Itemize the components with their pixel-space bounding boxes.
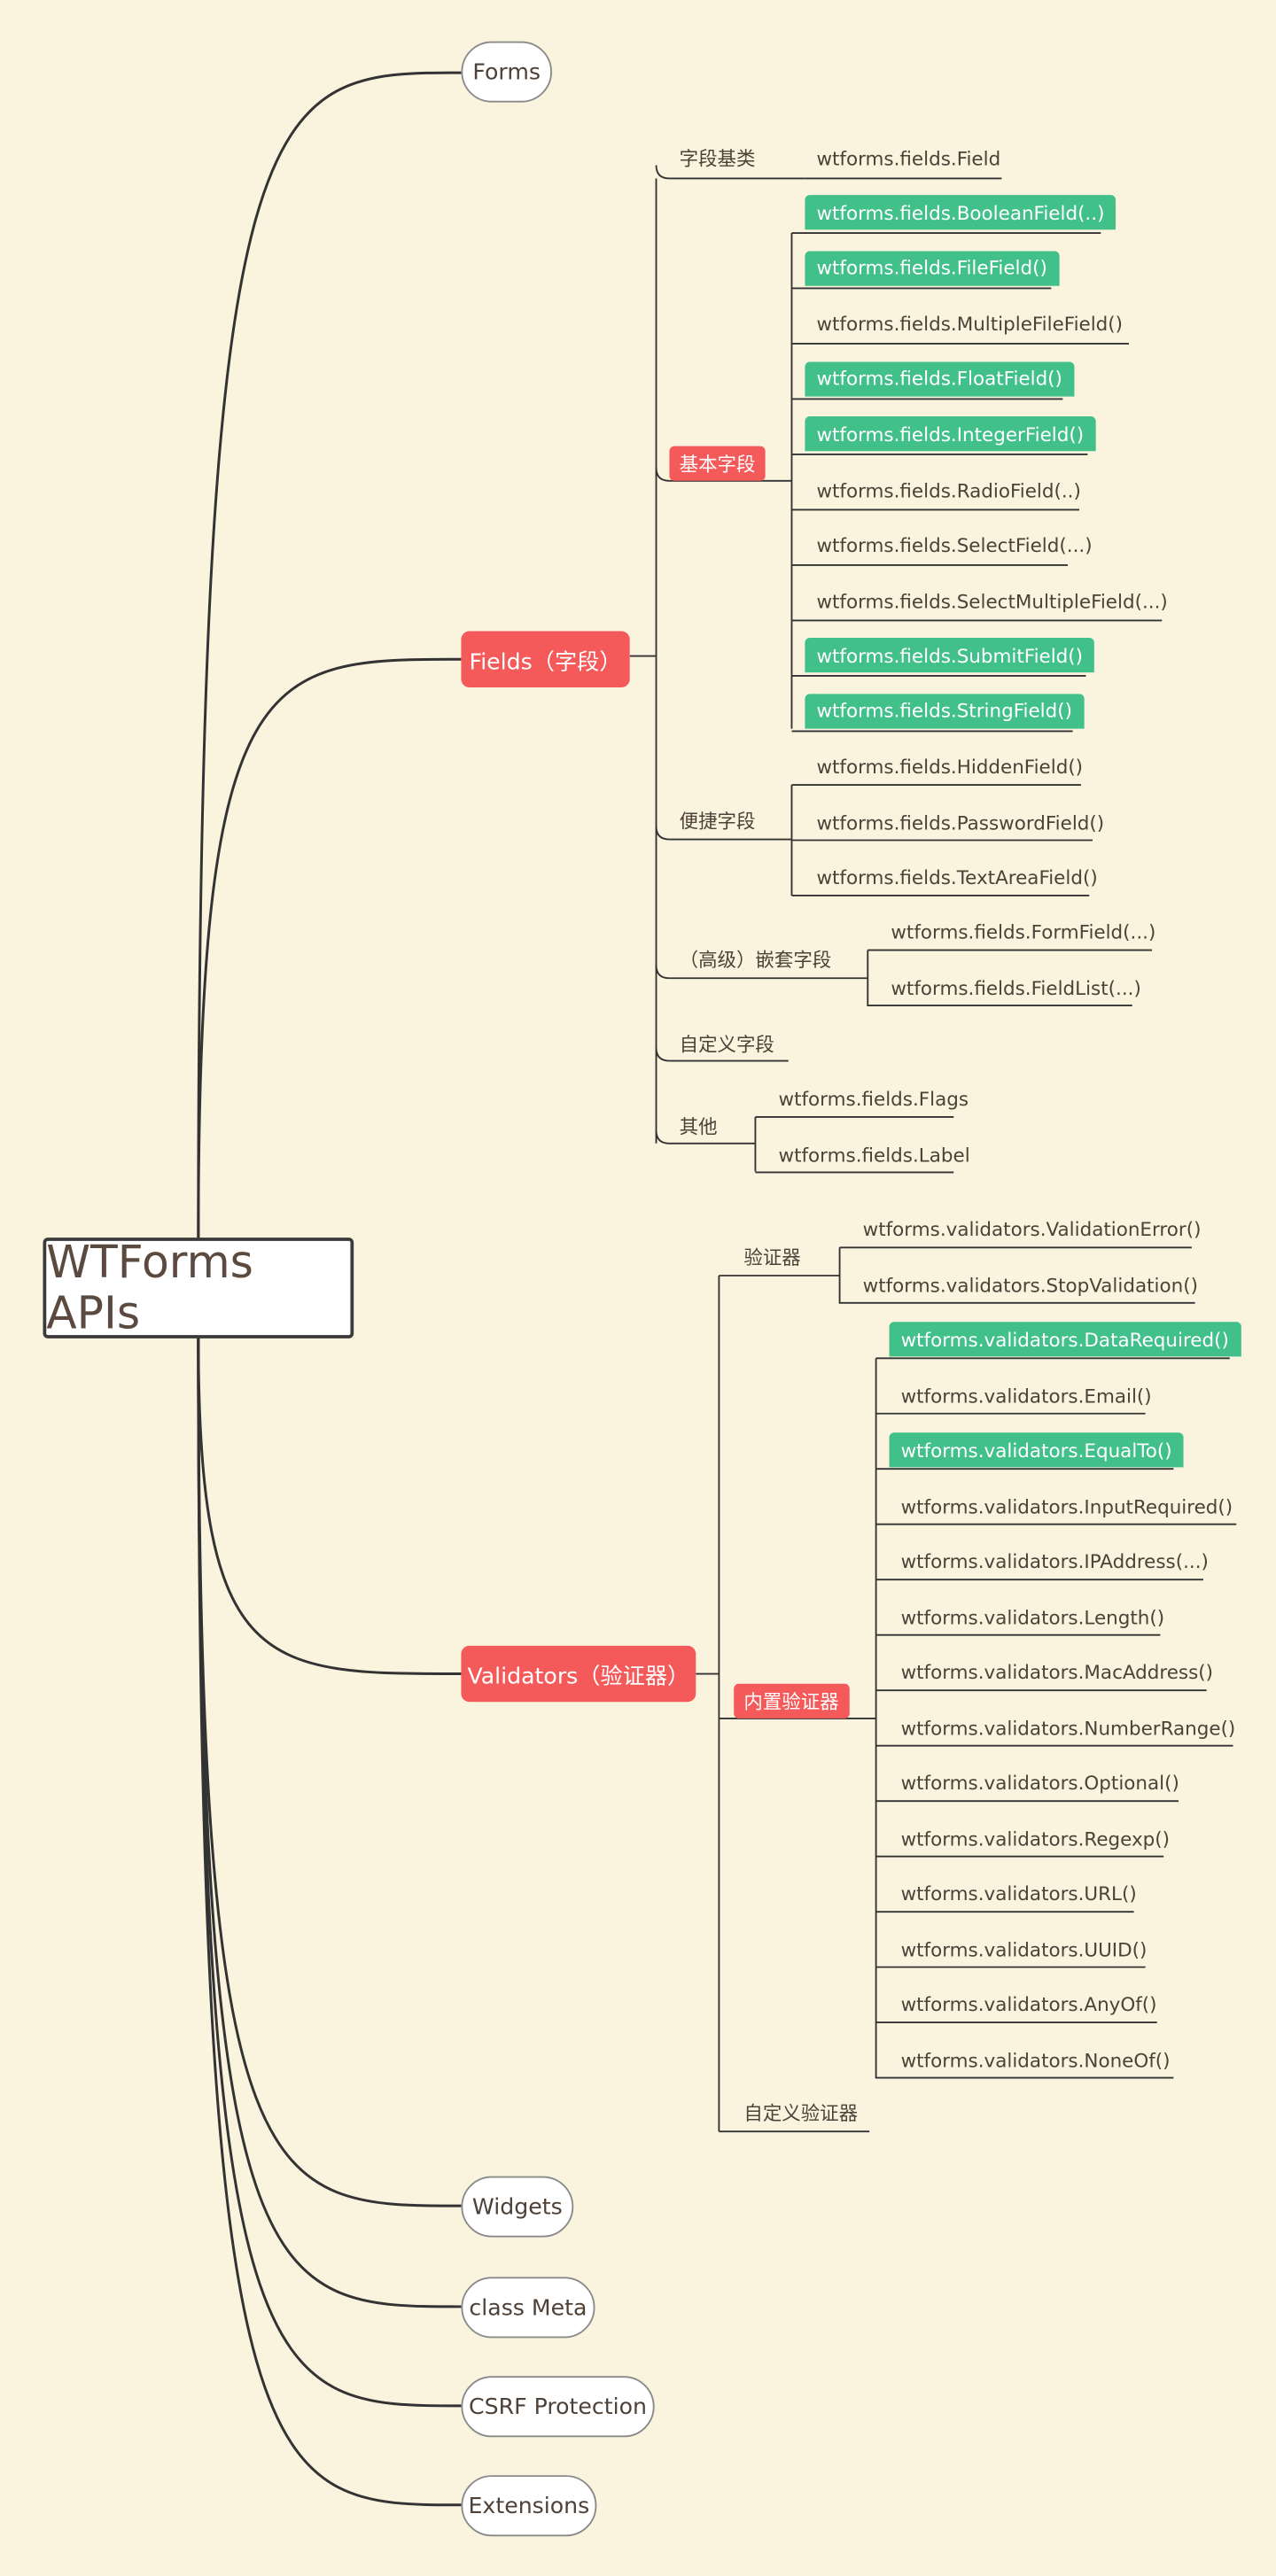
builtin-validator-item[interactable]: wtforms.validators.IPAddress(...) — [900, 1549, 1209, 1573]
builtin-validator-item[interactable]: wtforms.validators.NoneOf() — [900, 2048, 1171, 2072]
builtin-validator-item[interactable]: wtforms.validators.AnyOf() — [900, 1992, 1157, 2016]
nested-field-item[interactable]: wtforms.fields.FormField(...) — [891, 919, 1156, 944]
branch-validators[interactable]: Validators（验证器） — [461, 1645, 696, 1703]
builtin-validator-item[interactable]: wtforms.validators.DataRequired() — [889, 1322, 1241, 1357]
builtin-validator-item[interactable]: wtforms.validators.EqualTo() — [889, 1432, 1184, 1468]
fields-other-label[interactable]: 其他 — [679, 1115, 718, 1139]
nested-field-item[interactable]: wtforms.fields.FieldList(...) — [891, 975, 1141, 999]
builtin-validator-item[interactable]: wtforms.validators.InputRequired() — [900, 1494, 1233, 1518]
branch-csrf-protection[interactable]: CSRF Protection — [461, 2376, 655, 2438]
fields-custom-label[interactable]: 自定义字段 — [679, 1032, 774, 1056]
convenience-field-item[interactable]: wtforms.fields.HiddenField() — [816, 755, 1084, 779]
fields-base-item[interactable]: wtforms.fields.Field — [816, 147, 1001, 171]
other-field-item[interactable]: wtforms.fields.Flags — [778, 1087, 969, 1111]
validators-builtin-label[interactable]: 内置验证器 — [734, 1683, 849, 1719]
convenience-field-item[interactable]: wtforms.fields.TextAreaField() — [816, 865, 1098, 889]
builtin-validator-item[interactable]: wtforms.validators.NumberRange() — [900, 1716, 1236, 1740]
builtin-validator-item[interactable]: wtforms.validators.UUID() — [900, 1937, 1148, 1961]
fields-basic-label[interactable]: 基本字段 — [669, 446, 766, 481]
fields-convenience-label[interactable]: 便捷字段 — [679, 809, 756, 834]
basic-field-item[interactable]: wtforms.fields.SelectMultipleField(...) — [816, 588, 1168, 613]
builtin-validator-item[interactable]: wtforms.validators.Length() — [900, 1605, 1165, 1629]
basic-field-item[interactable]: wtforms.fields.SubmitField() — [805, 638, 1095, 673]
validator-base-item[interactable]: wtforms.validators.ValidationError() — [862, 1217, 1202, 1241]
builtin-validator-item[interactable]: wtforms.validators.MacAddress() — [900, 1660, 1214, 1684]
basic-field-item[interactable]: wtforms.fields.SelectField(...) — [816, 533, 1093, 557]
convenience-field-item[interactable]: wtforms.fields.PasswordField() — [816, 810, 1105, 834]
fields-base-label[interactable]: 字段基类 — [679, 147, 756, 171]
validators-base-label[interactable]: 验证器 — [743, 1245, 801, 1269]
validator-base-item[interactable]: wtforms.validators.StopValidation() — [862, 1273, 1198, 1297]
builtin-validator-item[interactable]: wtforms.validators.Regexp() — [900, 1827, 1171, 1851]
branch-fields[interactable]: Fields（字段） — [461, 631, 630, 687]
validators-custom-label[interactable]: 自定义验证器 — [743, 2101, 859, 2125]
basic-field-item[interactable]: wtforms.fields.IntegerField() — [805, 416, 1096, 452]
builtin-validator-item[interactable]: wtforms.validators.Email() — [900, 1384, 1152, 1408]
branch-forms[interactable]: Forms — [461, 41, 553, 103]
branch-extensions[interactable]: Extensions — [461, 2475, 597, 2537]
builtin-validator-item[interactable]: wtforms.validators.Optional() — [900, 1771, 1179, 1795]
basic-field-item[interactable]: wtforms.fields.RadioField(..) — [816, 478, 1081, 502]
branch-widgets[interactable]: Widgets — [461, 2176, 574, 2238]
other-field-item[interactable]: wtforms.fields.Label — [778, 1142, 970, 1166]
root-node[interactable]: WTForms APIs — [43, 1237, 354, 1339]
basic-field-item[interactable]: wtforms.fields.BooleanField(..) — [805, 195, 1116, 230]
fields-nested-label[interactable]: （高级）嵌套字段 — [679, 948, 832, 972]
builtin-validator-item[interactable]: wtforms.validators.URL() — [900, 1882, 1137, 1905]
basic-field-item[interactable]: wtforms.fields.StringField() — [805, 693, 1085, 728]
basic-field-item[interactable]: wtforms.fields.FileField() — [805, 250, 1059, 285]
basic-field-item[interactable]: wtforms.fields.FloatField() — [805, 361, 1074, 396]
basic-field-item[interactable]: wtforms.fields.MultipleFileField() — [816, 312, 1124, 336]
branch-class-meta[interactable]: class Meta — [461, 2277, 595, 2339]
